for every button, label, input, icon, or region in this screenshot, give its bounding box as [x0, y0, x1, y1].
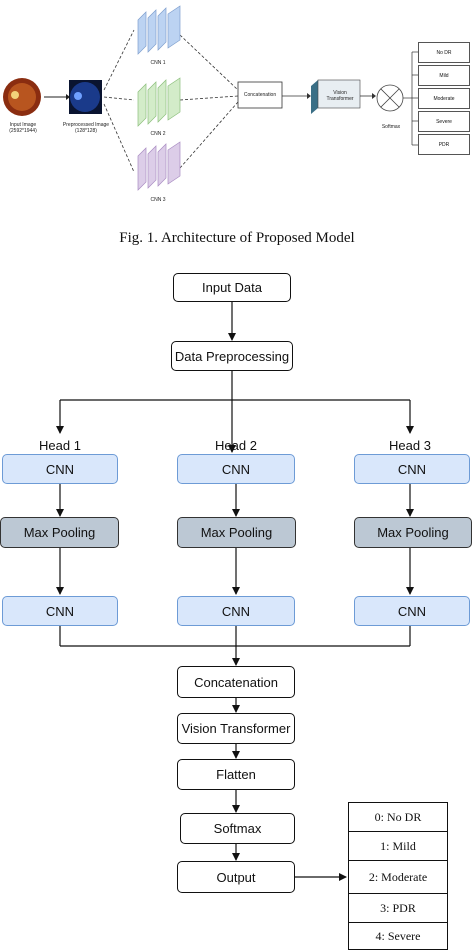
input-image-size: (2592*1944) [9, 128, 37, 134]
head-2-cnn-b: CNN [177, 596, 295, 626]
head-3-label: Head 3 [389, 438, 431, 453]
output-class-0: 0: No DR [348, 802, 448, 832]
head-1-cnn-b: CNN [2, 596, 118, 626]
cnn3-stack [137, 141, 181, 191]
top-class-4: PDR [418, 134, 470, 155]
input-image-label: Input Image (2592*1944) [0, 122, 46, 134]
output-class-4: 4: Severe [348, 922, 448, 950]
cnn1-label: CNN 1 [150, 60, 166, 66]
cnn2-label: CNN 2 [150, 131, 166, 137]
concatenation-box: Concatenation [177, 666, 295, 698]
softmax-box: Softmax [180, 813, 295, 844]
head-2-label: Head 2 [215, 438, 257, 453]
head-1-max-pooling: Max Pooling [0, 517, 119, 548]
vit-small-label: Vision Transformer [326, 90, 354, 102]
output-class-3: 3: PDR [348, 893, 448, 923]
head-1-label: Head 1 [39, 438, 81, 453]
head-3-max-pooling: Max Pooling [354, 517, 472, 548]
top-class-2: Moderate [418, 88, 470, 109]
output-class-2: 2: Moderate [348, 860, 448, 894]
top-class-3: Severe [418, 111, 470, 132]
flatten-box: Flatten [177, 759, 295, 790]
cnn3-label: CNN 3 [150, 197, 166, 203]
softmax-small-label: Softmax [381, 124, 401, 130]
vision-transformer-box: Vision Transformer [177, 713, 295, 744]
output-class-1: 1: Mild [348, 831, 448, 861]
output-box: Output [177, 861, 295, 893]
preprocessed-size: (128*128) [75, 128, 97, 134]
cnn2-stack [137, 77, 181, 127]
figure-caption: Fig. 1. Architecture of Proposed Model [119, 230, 355, 246]
cnn1-stack [137, 5, 181, 55]
head-1-cnn-a: CNN [2, 454, 118, 484]
top-class-1: Mild [418, 65, 470, 86]
head-3-cnn-a: CNN [354, 454, 470, 484]
architecture-figure [3, 5, 418, 191]
input-data-box: Input Data [173, 273, 291, 302]
concatenation-small-label: Concatenation [243, 92, 277, 98]
head-3-cnn-b: CNN [354, 596, 470, 626]
preprocessed-label: Preprocessed Image (128*128) [58, 122, 114, 134]
data-preprocessing-box: Data Preprocessing [171, 341, 293, 371]
preprocessed-title: Preprocessed Image [62, 122, 110, 128]
head-2-cnn-a: CNN [177, 454, 295, 484]
head-2-max-pooling: Max Pooling [177, 517, 296, 548]
input-image-title: Input Image [9, 122, 37, 128]
top-class-0: No DR [418, 42, 470, 63]
